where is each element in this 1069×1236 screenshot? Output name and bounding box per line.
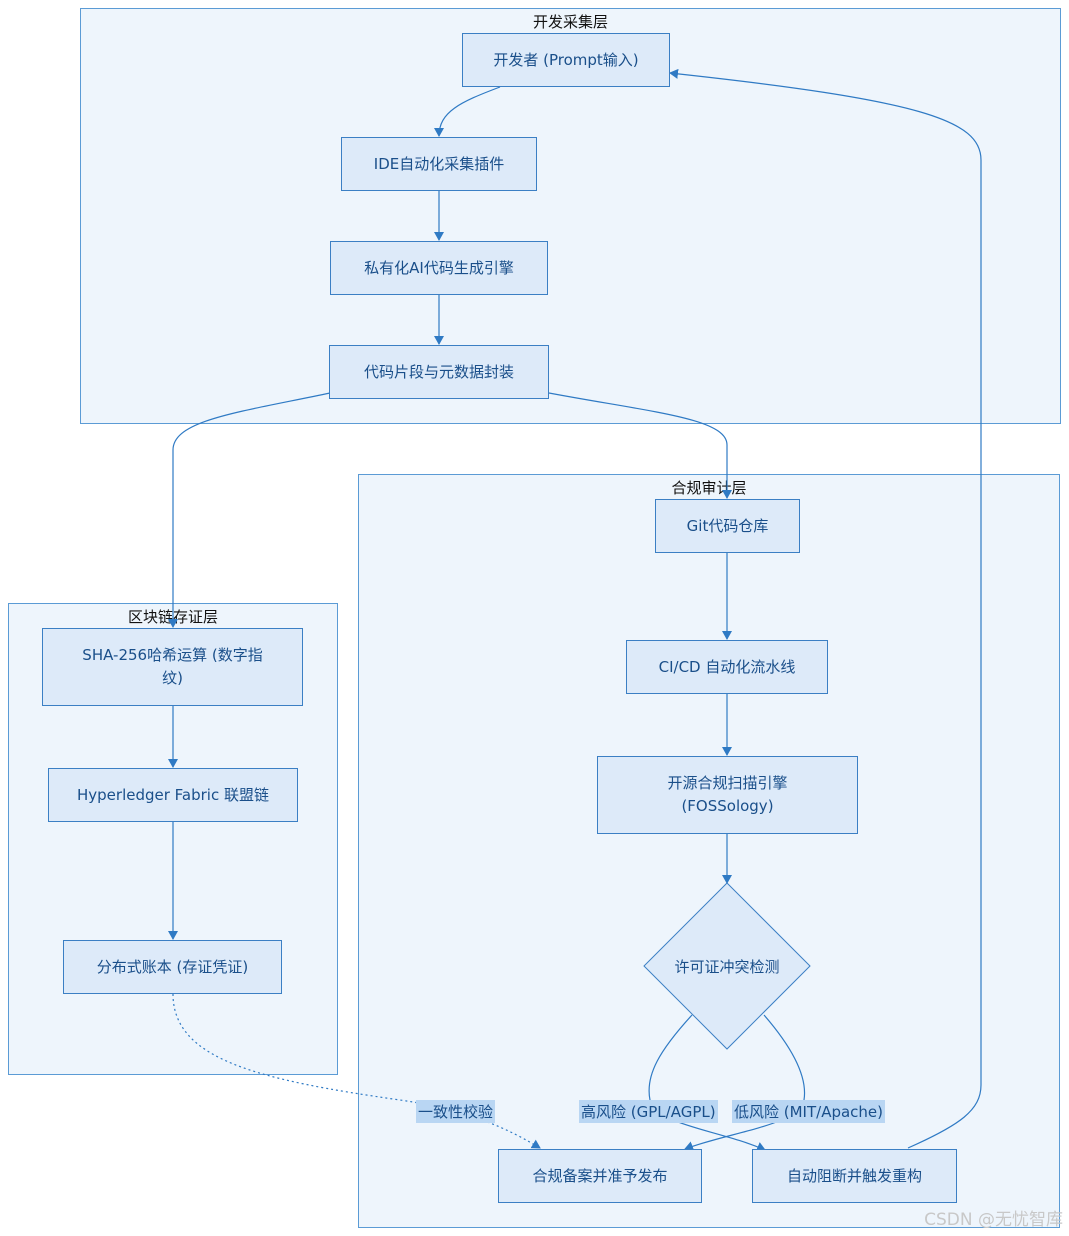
node-ide-plugin[interactable]: IDE自动化采集插件	[341, 137, 537, 191]
edge-label-low-risk: 低风险 (MIT/Apache)	[732, 1100, 886, 1123]
node-ledger[interactable]: 分布式账本 (存证凭证)	[63, 940, 282, 994]
node-license-check-label[interactable]: 许可证冲突检测	[674, 958, 780, 976]
node-packaging[interactable]: 代码片段与元数据封装	[329, 345, 549, 399]
node-ai-engine[interactable]: 私有化AI代码生成引擎	[330, 241, 548, 295]
edge-packaging-to-hash	[168, 392, 331, 628]
node-git-repo[interactable]: Git代码仓库	[655, 499, 800, 553]
node-scan-engine[interactable]: 开源合规扫描引擎 (FOSSology)	[597, 756, 858, 834]
edge-check-low-risk	[684, 1014, 806, 1151]
edge-packaging-to-git	[548, 392, 732, 499]
csdn-watermark: CSDN @无忧智库	[924, 1210, 1063, 1230]
group-dev-title: 开发采集层	[532, 13, 608, 31]
node-block[interactable]: 自动阻断并触发重构	[752, 1149, 957, 1203]
edge-check-high-risk	[648, 1014, 766, 1152]
hash-line1: SHA-256哈希运算 (数字指	[82, 646, 263, 664]
node-developer[interactable]: 开发者 (Prompt输入)	[462, 33, 670, 87]
edge-developer-to-ide	[434, 86, 501, 137]
scan-engine-line1: 开源合规扫描引擎	[667, 774, 788, 792]
node-cicd[interactable]: CI/CD 自动化流水线	[626, 640, 828, 694]
edge-label-consistency: 一致性校验	[416, 1100, 496, 1123]
node-release[interactable]: 合规备案并准予发布	[498, 1149, 702, 1203]
scan-engine-line2: (FOSSology)	[681, 797, 774, 815]
node-fabric[interactable]: Hyperledger Fabric 联盟链	[48, 768, 298, 822]
edge-block-to-developer	[669, 68, 982, 1149]
license-check-diamond	[643, 882, 811, 1050]
node-hash[interactable]: SHA-256哈希运算 (数字指 纹)	[42, 628, 303, 706]
hash-line2: 纹)	[162, 669, 183, 687]
edge-label-high-risk: 高风险 (GPL/AGPL)	[579, 1100, 718, 1123]
edge-ledger-to-release	[172, 993, 541, 1149]
